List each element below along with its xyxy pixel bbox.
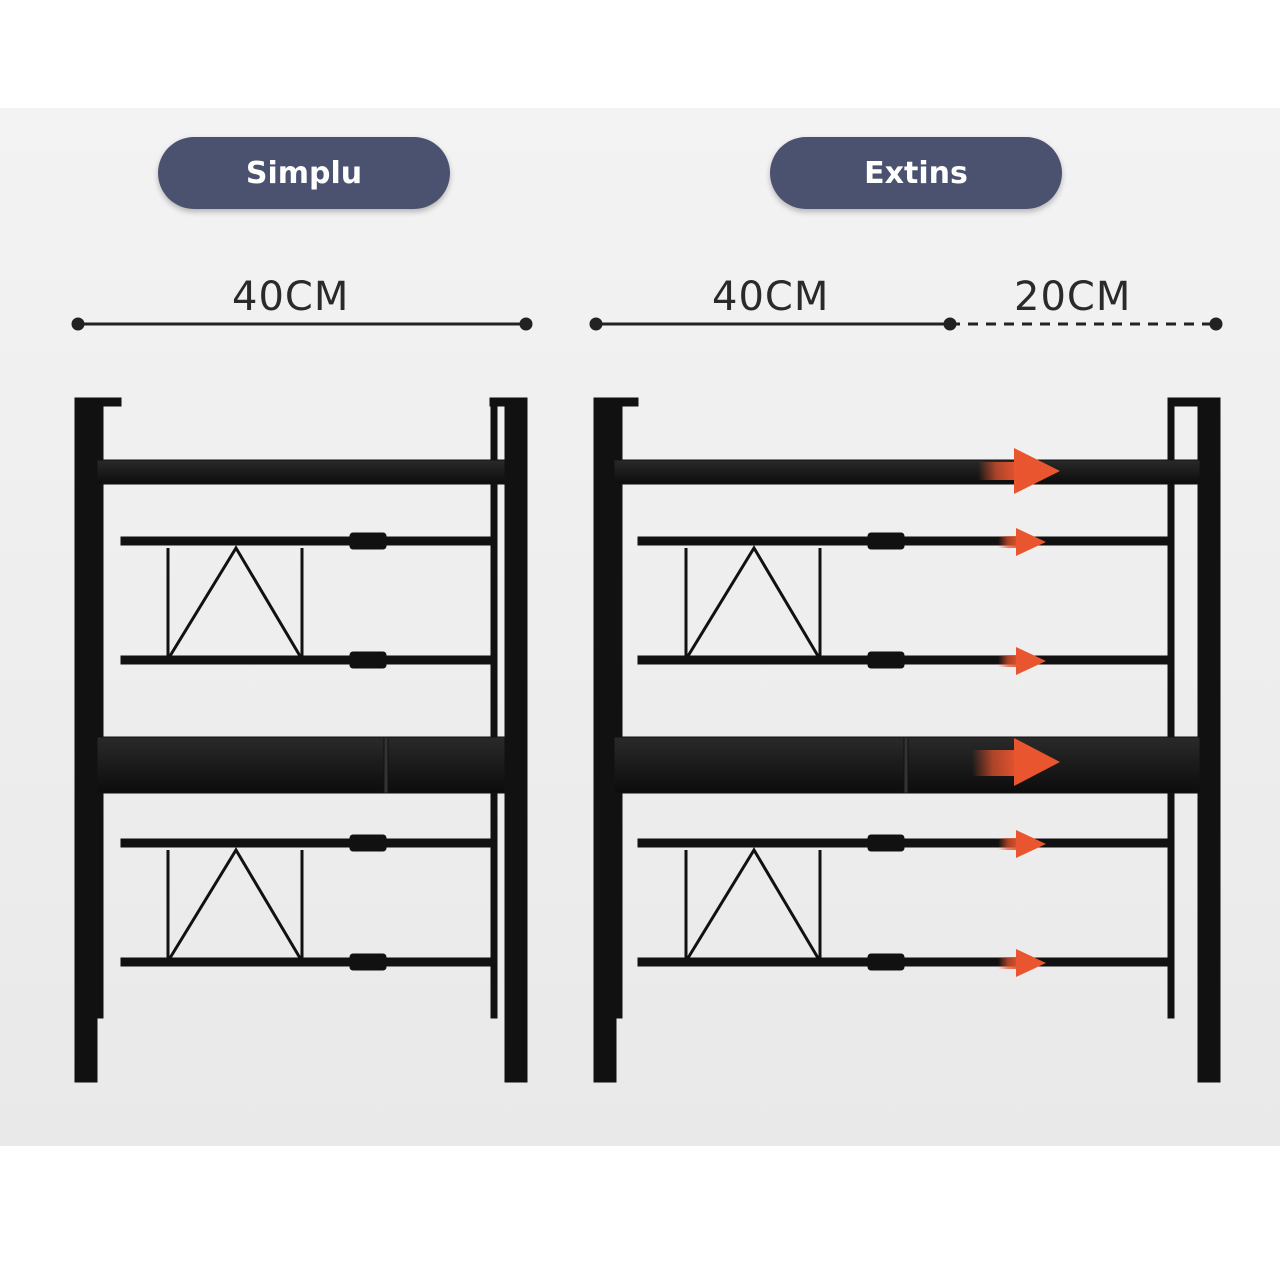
right-arrow-icon — [978, 448, 1060, 494]
right-arrow-icon — [998, 949, 1046, 977]
right-arrow-icon — [998, 647, 1046, 675]
shelf-extended — [593, 397, 1221, 1083]
simple-mode-badge: Simplu — [158, 137, 450, 209]
right-dimension-line — [589, 317, 1223, 331]
shelf-collapsed — [74, 397, 528, 1083]
right-arrow-icon — [998, 528, 1046, 556]
background-panel — [0, 108, 1280, 1146]
extended-mode-badge: Extins — [770, 137, 1062, 209]
shelf-extended-braces — [684, 545, 822, 959]
extended-mode-label: Extins — [864, 155, 968, 191]
shelf-collapsed-braces — [166, 545, 304, 959]
left-dimension-line — [71, 317, 533, 331]
simple-mode-label: Simplu — [245, 155, 363, 191]
right-arrow-icon — [998, 830, 1046, 858]
right-base-width-label: 40CM — [712, 274, 830, 320]
right-extension-label: 20CM — [1014, 274, 1132, 320]
right-arrow-icon — [972, 738, 1060, 786]
left-width-label: 40CM — [232, 274, 350, 320]
